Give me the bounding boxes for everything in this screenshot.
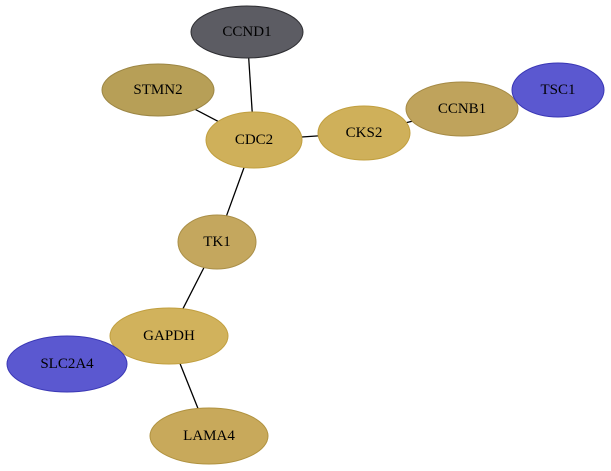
node-shape	[109, 307, 229, 365]
edge-ccnd1-cdc2	[248, 57, 253, 113]
node-label: CCNB1	[438, 101, 486, 117]
node-gapdh[interactable]: GAPDH	[109, 307, 229, 365]
edge-cks2-ccnb1	[406, 120, 413, 124]
node-tk1[interactable]: TK1	[177, 214, 257, 270]
node-label: STMN2	[133, 82, 182, 98]
node-label: CCND1	[222, 24, 271, 40]
edge-tk1-gapdh	[182, 267, 205, 310]
edge-cdc2-cks2	[301, 135, 319, 138]
node-ccnd1[interactable]: CCND1	[190, 5, 304, 59]
node-shape	[511, 62, 605, 118]
node-label: TSC1	[540, 82, 575, 98]
edges-layer	[117, 57, 515, 409]
edge-stmn2-cdc2	[194, 108, 219, 122]
node-cks2[interactable]: CKS2	[317, 105, 411, 161]
node-shape	[405, 81, 519, 137]
node-shape	[177, 214, 257, 270]
node-slc2a4[interactable]: SLC2A4	[6, 335, 128, 393]
node-stmn2[interactable]: STMN2	[101, 63, 215, 117]
node-label: GAPDH	[143, 328, 195, 344]
node-label: SLC2A4	[40, 356, 94, 372]
node-shape	[149, 407, 269, 465]
node-label: TK1	[203, 234, 231, 250]
node-label: CDC2	[235, 132, 273, 148]
node-label: CKS2	[346, 125, 383, 141]
node-tsc1[interactable]: TSC1	[511, 62, 605, 118]
node-lama4[interactable]: LAMA4	[149, 407, 269, 465]
node-label: LAMA4	[183, 428, 235, 444]
node-shape	[6, 335, 128, 393]
edge-cdc2-tk1	[225, 167, 245, 217]
node-ccnb1[interactable]: CCNB1	[405, 81, 519, 137]
node-cdc2[interactable]: CDC2	[205, 111, 303, 169]
node-shape	[190, 5, 304, 59]
node-shape	[205, 111, 303, 169]
node-shape	[317, 105, 411, 161]
node-shape	[101, 63, 215, 117]
edge-gapdh-lama4	[179, 363, 199, 409]
